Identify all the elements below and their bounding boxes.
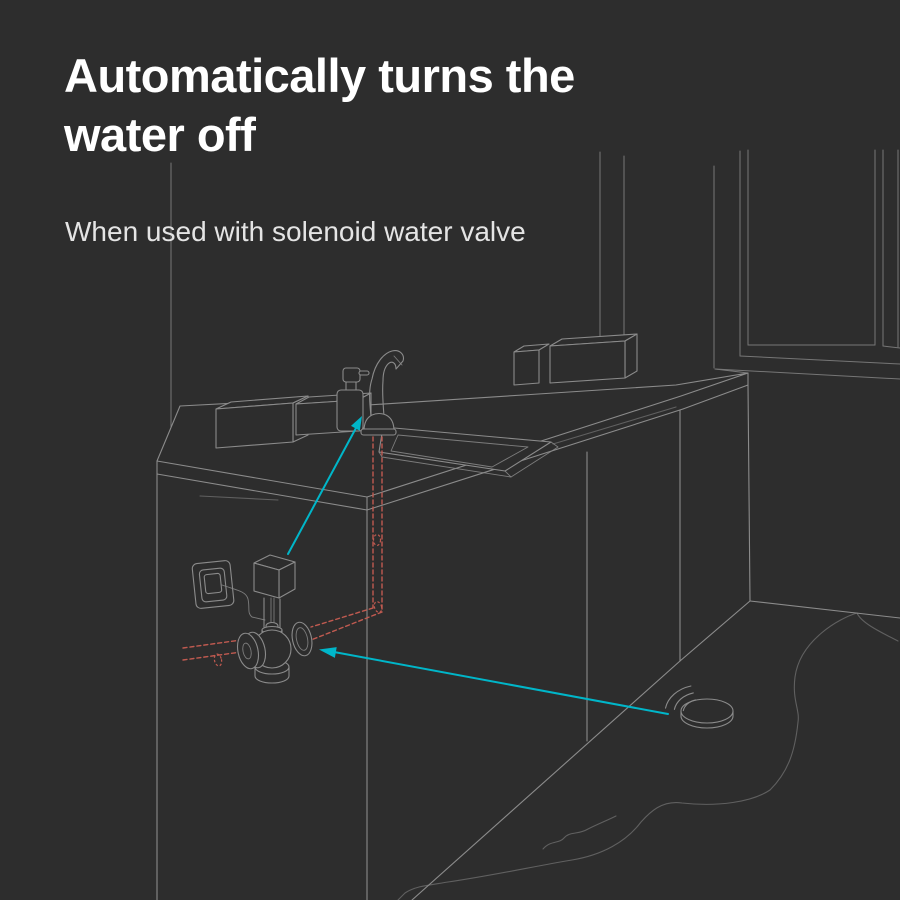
pipe-bend-upper	[310, 607, 374, 628]
soap-spout	[358, 370, 370, 376]
arrow-sensor-to-valve	[333, 651, 669, 715]
actuator-front-face	[253, 562, 280, 599]
faucet-base-dome	[363, 412, 395, 432]
sink-rim-front-edge	[378, 451, 512, 478]
solenoid-valve	[236, 554, 313, 684]
valve-right-flange	[291, 621, 313, 657]
soap-neck	[345, 381, 357, 391]
valve-yoke	[263, 597, 281, 628]
faucet	[360, 350, 404, 436]
window-frame-bottom	[882, 345, 900, 349]
sink	[378, 426, 559, 478]
cabinet-bottom-right-edge	[679, 600, 751, 662]
sensor-top	[680, 698, 734, 724]
sink-rim-edge	[504, 441, 559, 478]
pipe-left-lower	[182, 651, 242, 661]
arrow-valve-to-faucet	[287, 427, 357, 555]
drawer-hint-line	[199, 495, 279, 501]
valve-left-flange-hole	[242, 642, 252, 660]
power-outlet	[191, 560, 266, 621]
power-cable	[221, 584, 266, 621]
arrowhead-icon	[319, 647, 337, 658]
valve-stem	[270, 597, 275, 623]
wall-baseboard	[714, 368, 900, 380]
headline-line1: Automatically turns the	[64, 49, 575, 102]
leak-sensor	[664, 685, 734, 729]
annotation-arrows	[287, 416, 669, 715]
faucet-base-lip	[360, 428, 397, 436]
page-title: Automatically turns the water off	[64, 46, 784, 164]
valve-left-flange	[236, 632, 260, 670]
pipe-left-upper	[182, 639, 242, 649]
outlet-plug	[203, 572, 223, 595]
cutting-board-box	[215, 395, 309, 449]
sink-basin-inner	[390, 434, 529, 468]
signal-waves-icon	[664, 685, 697, 712]
pipe-coupling	[372, 533, 382, 547]
water-puddle	[397, 612, 899, 900]
backsplash-ledge-box	[549, 333, 638, 384]
soap-dispenser	[336, 367, 370, 432]
counter-items	[215, 333, 638, 449]
puddle-ripple	[542, 815, 617, 850]
counter-slab-thickness-right	[366, 408, 684, 511]
counter-slab-thickness	[156, 473, 368, 511]
counter-right-thickness	[682, 384, 749, 410]
floor-line	[749, 600, 900, 619]
wall-counter-junction	[714, 368, 749, 374]
soap-pump-head	[342, 367, 361, 383]
counter-crease-line	[552, 406, 677, 445]
pipe-bend-lower	[310, 611, 383, 641]
arrowhead-icon	[351, 416, 362, 431]
headline-line2: water off	[64, 108, 256, 161]
valve-right-flange-ring	[295, 627, 309, 651]
pipe-coupling	[213, 653, 223, 667]
water-pipe-dashed	[182, 436, 383, 667]
wall-and-window-lines	[170, 149, 900, 429]
faucet-spout-tip	[393, 355, 403, 366]
pipe-coupling	[373, 601, 383, 613]
faucet-neck	[369, 350, 404, 417]
page-subtitle: When used with solenoid water valve	[65, 216, 526, 247]
window-sill	[739, 355, 900, 365]
cabinet-bottom-edge	[411, 660, 681, 900]
small-backsplash-box	[513, 343, 550, 386]
puddle-outline	[397, 612, 899, 900]
cabinet-right-panel-edge	[747, 384, 751, 602]
